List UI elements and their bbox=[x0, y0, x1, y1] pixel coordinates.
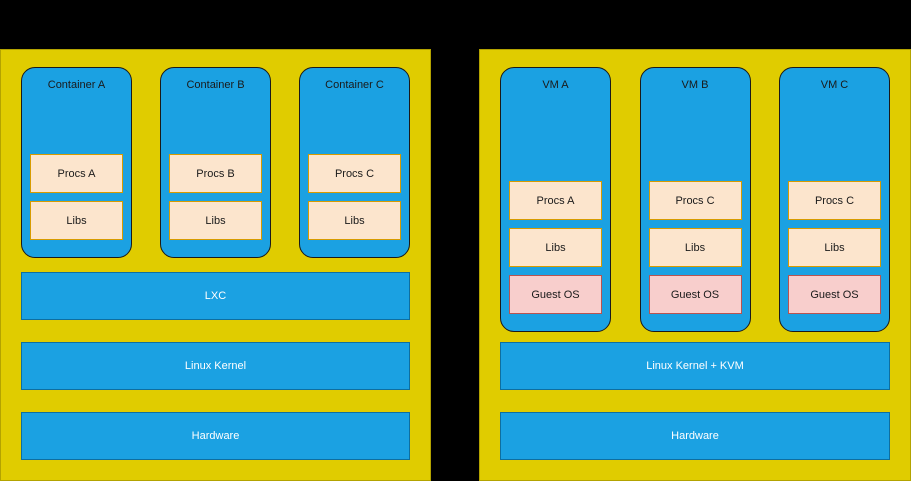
vm-a-procs-layer: Procs A bbox=[509, 181, 602, 220]
vm-b-libs-layer: Libs bbox=[648, 228, 742, 267]
unit-bottom-pad bbox=[641, 322, 750, 331]
container-stack-row: Container A Procs A Libs Container B Pro… bbox=[21, 67, 410, 258]
vm-stack-row: VM A Procs A Libs Guest OS VM B Procs C … bbox=[500, 67, 890, 332]
vm-unit-c-title: VM C bbox=[820, 79, 849, 91]
unit-bottom-pad bbox=[161, 248, 270, 257]
vm-unit-a[interactable]: VM A Procs A Libs Guest OS bbox=[500, 67, 611, 332]
container-unit-a-title: Container A bbox=[47, 79, 106, 91]
lxc-bar[interactable]: LXC bbox=[21, 272, 410, 320]
linux-kernel-kvm-bar[interactable]: Linux Kernel + KVM bbox=[500, 342, 890, 390]
unit-bottom-pad bbox=[780, 322, 889, 331]
vm-unit-c[interactable]: VM C Procs C Libs Guest OS bbox=[779, 67, 890, 332]
container-c-libs-layer: Libs bbox=[308, 201, 401, 240]
unit-bottom-pad bbox=[501, 322, 610, 331]
unit-spacer bbox=[780, 103, 889, 181]
linux-kernel-bar[interactable]: Linux Kernel bbox=[21, 342, 410, 390]
containers-panel: Container A Procs A Libs Container B Pro… bbox=[0, 49, 431, 481]
container-a-libs-layer: Libs bbox=[30, 201, 123, 240]
container-unit-b[interactable]: Container B Procs B Libs bbox=[160, 67, 271, 258]
hardware-bar-containers[interactable]: Hardware bbox=[21, 412, 410, 460]
container-unit-b-title: Container B bbox=[186, 79, 245, 91]
unit-bottom-pad bbox=[22, 248, 131, 257]
vm-c-libs-layer: Libs bbox=[788, 228, 881, 267]
vm-b-procs-layer: Procs C bbox=[648, 181, 742, 220]
vm-unit-b[interactable]: VM B Procs C Libs Guest OS bbox=[639, 67, 751, 332]
vm-a-guest-os-layer: Guest OS bbox=[509, 275, 602, 314]
container-a-procs-layer: Procs A bbox=[30, 154, 123, 193]
vm-unit-a-title: VM A bbox=[542, 79, 569, 91]
container-c-procs-layer: Procs C bbox=[308, 154, 401, 193]
vm-unit-b-title: VM B bbox=[681, 79, 709, 91]
container-unit-c-title: Container C bbox=[325, 79, 384, 91]
unit-spacer bbox=[501, 103, 610, 181]
unit-spacer bbox=[300, 103, 409, 154]
vms-panel: VM A Procs A Libs Guest OS VM B Procs C … bbox=[479, 49, 911, 481]
hardware-bar-vms[interactable]: Hardware bbox=[500, 412, 890, 460]
unit-spacer bbox=[22, 103, 131, 154]
unit-spacer bbox=[641, 103, 750, 181]
container-unit-a[interactable]: Container A Procs A Libs bbox=[21, 67, 132, 258]
vm-c-guest-os-layer: Guest OS bbox=[788, 275, 881, 314]
unit-bottom-pad bbox=[300, 248, 409, 257]
container-unit-c[interactable]: Container C Procs C Libs bbox=[299, 67, 410, 258]
unit-spacer bbox=[161, 103, 270, 154]
container-b-libs-layer: Libs bbox=[169, 201, 262, 240]
vm-a-libs-layer: Libs bbox=[509, 228, 602, 267]
vm-b-guest-os-layer: Guest OS bbox=[648, 275, 742, 314]
container-b-procs-layer: Procs B bbox=[169, 154, 262, 193]
vm-c-procs-layer: Procs C bbox=[788, 181, 881, 220]
